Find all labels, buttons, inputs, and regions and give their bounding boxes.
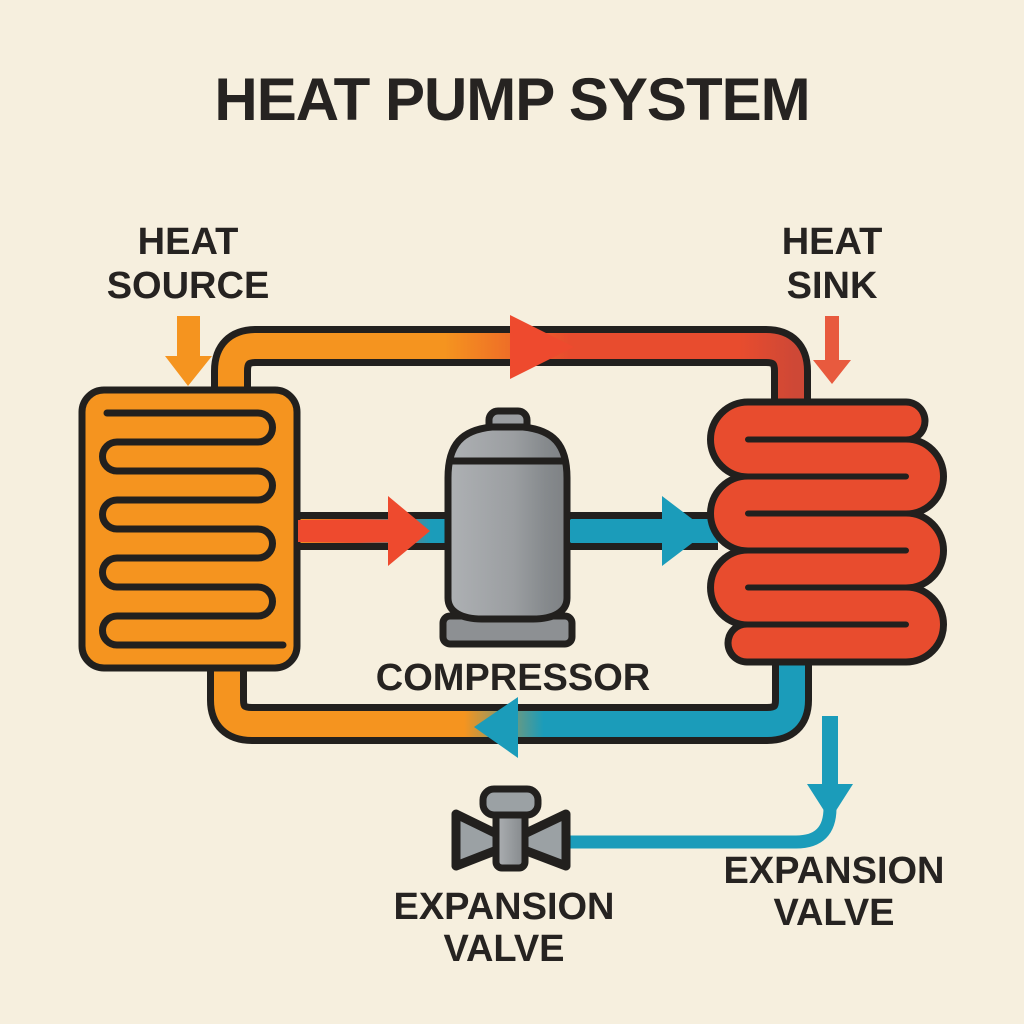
heat-source-label: HEAT SOURCE (107, 220, 270, 308)
compressor-label: COMPRESSOR (375, 657, 651, 699)
left-coil-tube (99, 409, 287, 649)
flow-arrows (298, 315, 708, 758)
valve-handle (479, 785, 542, 819)
compressor-tank (444, 423, 571, 623)
right-coil-tube (714, 405, 940, 659)
heat-sink-label-line2: SINK (786, 265, 878, 307)
middle-flow-arrow-right-red-icon (298, 496, 430, 566)
expansion-valve-right-label: EXPANSION VALVE (723, 850, 944, 934)
heat-sink-arrow-down-icon (813, 316, 851, 384)
expansion-valve-bottom-label-line2: VALVE (443, 928, 565, 970)
bottom-flow-arrow-left-icon (474, 697, 518, 758)
expansion-valve-bottom-label: EXPANSION VALVE (393, 886, 614, 970)
valve-left-wing (451, 809, 502, 871)
heat-sink-label-line1: HEAT (781, 221, 883, 263)
expansion-line-shaft (822, 716, 838, 788)
heat-source-arrow-down-icon (165, 316, 212, 386)
expansion-line (566, 716, 853, 849)
expansion-line-arrow-down-icon (807, 784, 853, 820)
top-flow-arrow-right-icon (510, 315, 574, 379)
heat-sink-label: HEAT SINK (782, 220, 883, 308)
heat-source-coil-icon (78, 386, 301, 672)
heat-sink-coil-icon (707, 398, 947, 666)
expansion-valve-icon (451, 785, 571, 872)
expansion-valve-right-label-line1: EXPANSION (723, 850, 945, 892)
middle-flow-arrow-right-teal-icon (570, 496, 708, 566)
expansion-valve-right-label-line2: VALVE (773, 892, 895, 934)
page-title: HEAT PUMP SYSTEM (214, 66, 810, 133)
expansion-line-curve (566, 780, 837, 849)
compressor-tank-icon (439, 407, 576, 648)
valve-right-wing (519, 809, 571, 871)
heat-source-label-line2: SOURCE (106, 265, 270, 307)
expansion-valve-bottom-label-line1: EXPANSION (393, 886, 615, 928)
heat-source-label-line1: HEAT (137, 221, 239, 263)
